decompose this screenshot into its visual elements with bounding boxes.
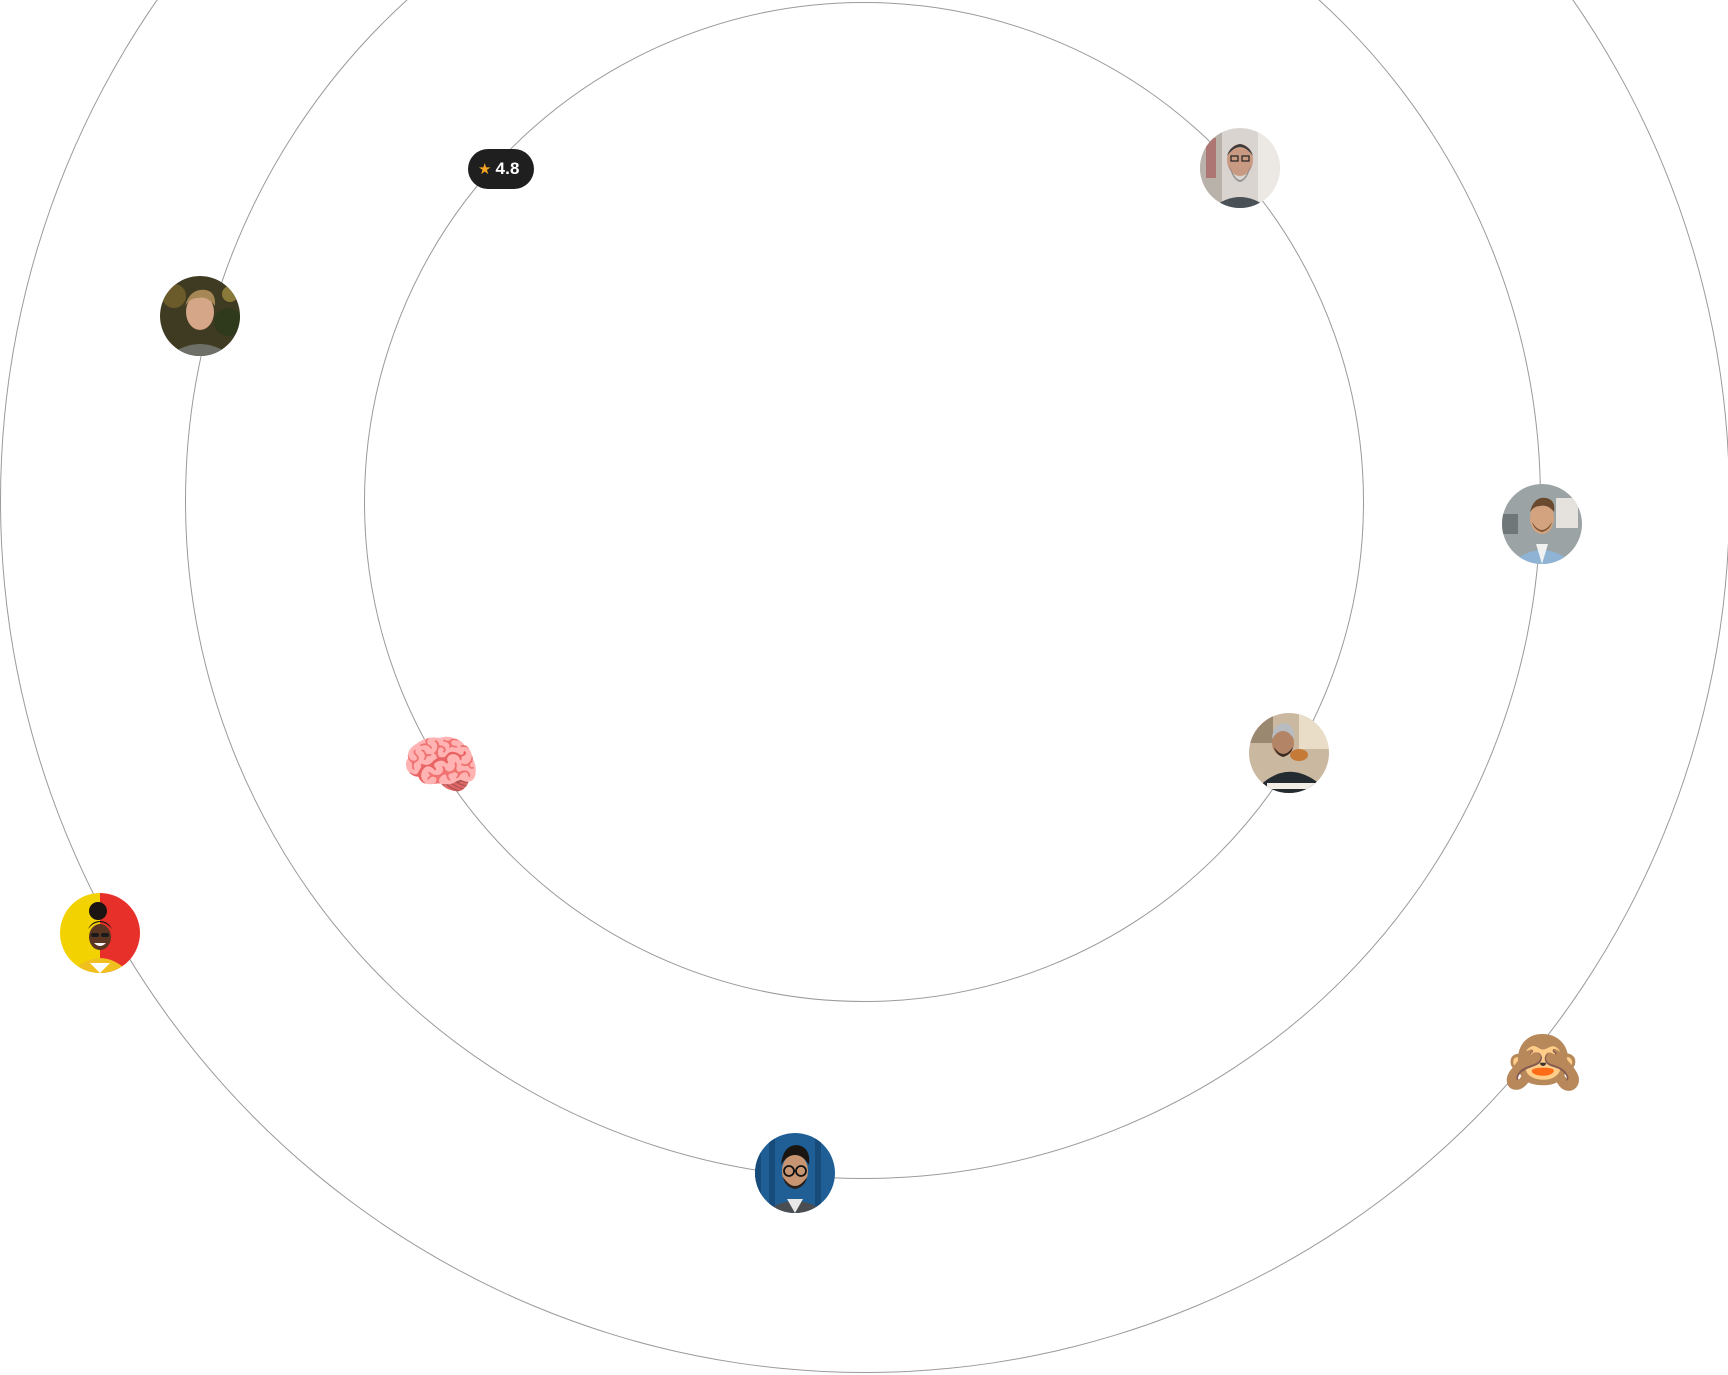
avatar-man-glasses-blue[interactable] xyxy=(755,1133,835,1213)
rating-badge[interactable]: ★ 4.8 xyxy=(468,149,534,189)
avatar-man-blond[interactable] xyxy=(160,276,240,356)
rating-value: 4.8 xyxy=(495,159,520,178)
avatar-woman-yellow-red[interactable] xyxy=(60,893,140,973)
avatar-man-gray-beard[interactable] xyxy=(1200,128,1280,208)
avatar-man-denim-shirt[interactable] xyxy=(1502,484,1582,564)
avatar-man-eating-burger[interactable] xyxy=(1249,713,1329,793)
see-no-evil-monkey-icon: 🙈 xyxy=(1503,1025,1583,1099)
star-icon: ★ xyxy=(478,160,492,178)
brain-icon: 🧠 xyxy=(401,729,481,803)
